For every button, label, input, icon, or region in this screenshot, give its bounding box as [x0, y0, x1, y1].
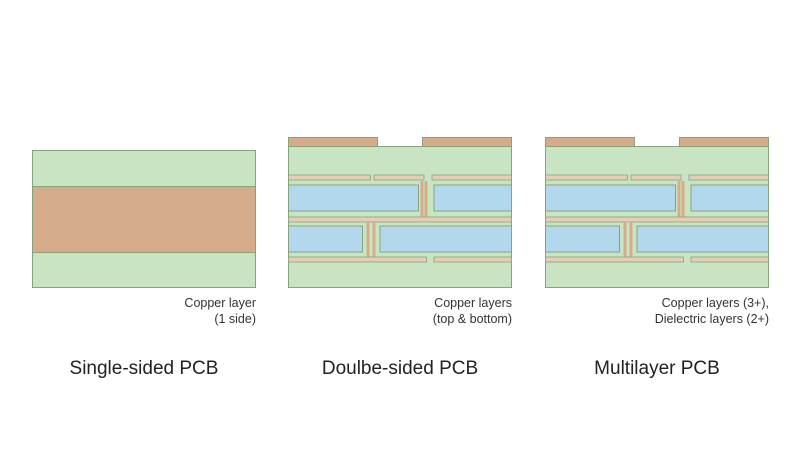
bottom-trace-b	[690, 256, 769, 263]
multi-caption-line-2: Dielectric layers (2+)	[654, 312, 769, 326]
via-wall-1	[677, 181, 685, 217]
dielectric-2a	[545, 225, 620, 253]
single-caption-line-1: Copper layer	[184, 296, 256, 310]
multi-caption: Copper layers (3+), Dielectric layers (2…	[655, 295, 769, 327]
multi-caption-line-1: Copper layers (3+),	[661, 296, 769, 310]
inner-trace-1c	[431, 174, 512, 181]
inner-trace-1a	[288, 174, 371, 181]
dielectric-2a	[288, 225, 363, 253]
inner-trace-1a	[545, 174, 628, 181]
multilayer-cross-section	[545, 137, 769, 288]
single-caption: Copper layer (1 side)	[184, 295, 256, 327]
via-wall-2	[366, 222, 376, 257]
dielectric-1a	[288, 184, 419, 212]
double-caption: Copper layers (top & bottom)	[433, 295, 512, 327]
bottom-trace-b	[433, 256, 512, 263]
trace-row-2	[545, 216, 769, 223]
dielectric-1a	[545, 184, 676, 212]
via-wall-1	[420, 181, 428, 217]
multi-title: Multilayer PCB	[594, 358, 720, 379]
double-title: Doulbe-sided PCB	[321, 358, 479, 379]
trace-row-2	[288, 216, 512, 223]
single-caption-line-2: (1 side)	[214, 312, 256, 326]
inner-trace-1b	[373, 174, 425, 181]
top-copper-pad-left	[545, 137, 635, 147]
double-caption-line-2: (top & bottom)	[432, 312, 512, 326]
copper-layer	[32, 186, 256, 253]
bottom-trace-a	[288, 256, 427, 263]
double-sided-cross-section	[288, 137, 512, 288]
bottom-trace-a	[545, 256, 684, 263]
dielectric-1b	[433, 184, 512, 212]
via-wall-2	[623, 222, 633, 257]
inner-trace-1b	[630, 174, 682, 181]
single-title: Single-sided PCB	[69, 358, 219, 379]
double-caption-line-1: Copper layers	[434, 296, 512, 310]
top-copper-pad-right	[679, 137, 769, 147]
dielectric-2b	[379, 225, 512, 253]
substrate-bottom	[32, 252, 256, 288]
single-sided-cross-section	[32, 150, 256, 288]
top-copper-pad-left	[288, 137, 378, 147]
dielectric-1b	[690, 184, 769, 212]
top-copper-pad-right	[422, 137, 512, 147]
dielectric-2b	[636, 225, 769, 253]
inner-trace-1c	[688, 174, 769, 181]
substrate-top	[32, 150, 256, 187]
